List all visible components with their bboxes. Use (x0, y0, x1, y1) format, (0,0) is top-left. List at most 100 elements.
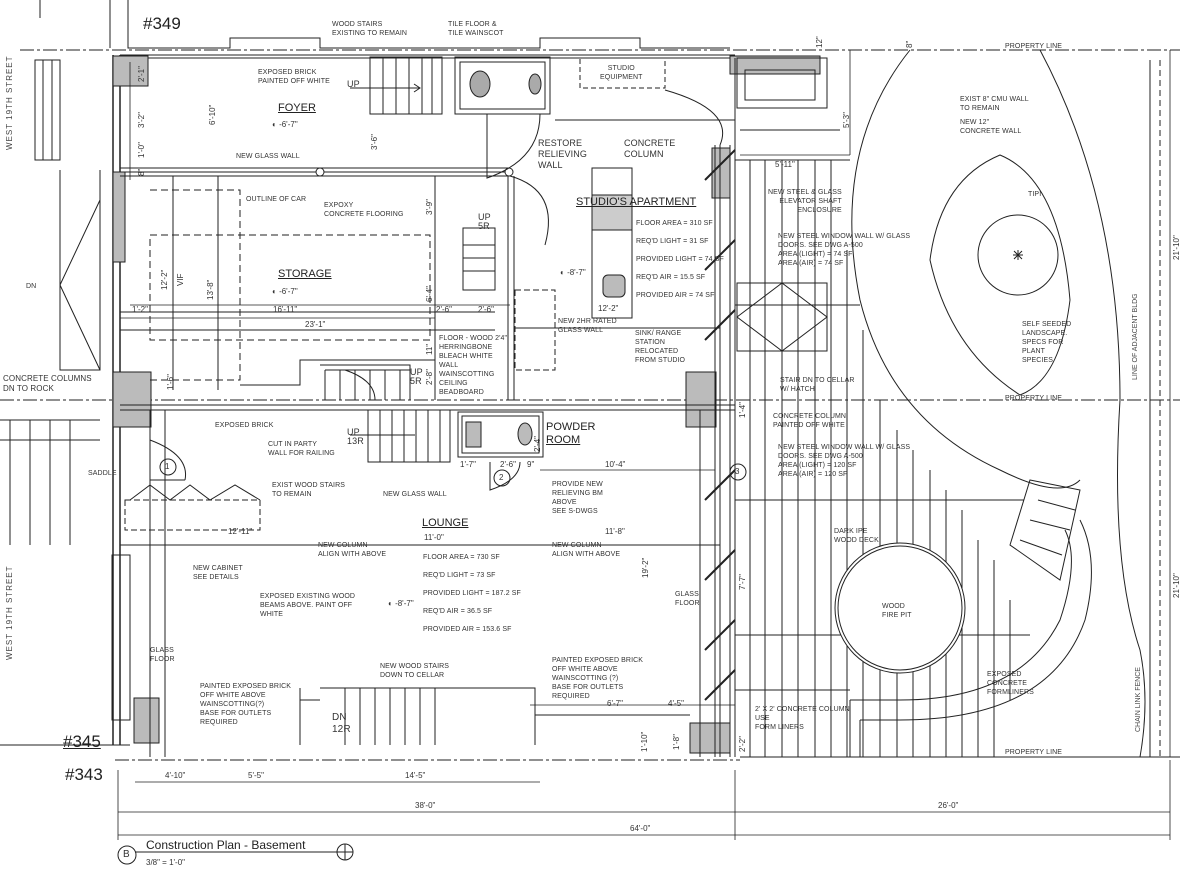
studio-reqd-light: REQ'D LIGHT = 31 SF (636, 238, 709, 245)
drawing-title: Construction Plan - Basement (146, 838, 306, 852)
note-sink-range: SINK/ RANGE STATION RELOCATED FROM STUDI… (635, 330, 686, 364)
note-stair-hatch: STAIR DN TO CELLAR W/ HATCH (780, 377, 855, 393)
note-provide-relieving: PROVIDE NEW RELIEVING BM ABOVE SEE S-DWG… (552, 481, 603, 515)
dim-1-6: 1'-6" (166, 374, 175, 390)
note-new-cabinet: NEW CABINET SEE DETAILS (193, 565, 243, 581)
dim-10-4: 10'-4" (605, 460, 626, 469)
dim-8in: 8" (905, 40, 914, 48)
dim-4-10: 4'-10" (165, 771, 186, 780)
note-new-concrete-wall: NEW 12" CONCRETE WALL (960, 119, 1022, 135)
note-chain-link: CHAIN LINK FENCE (1135, 667, 1142, 732)
elevation-foyer: ◐ -6'-7" (272, 120, 298, 129)
north-arrow-icon (337, 844, 353, 860)
dim-2-6c: 2'-6" (500, 460, 516, 469)
note-painted-brick-right: PAINTED EXPOSED BRICK OFF WHITE ABOVE WA… (552, 657, 644, 700)
elevation-foyer-value: -6'-7" (279, 120, 298, 129)
dim-6-10: 6'-10" (208, 104, 217, 125)
note-new-glass-wall-top: NEW GLASS WALL (236, 153, 300, 160)
dim-1-8: 1'-8" (672, 734, 681, 750)
dim-8: 8" (137, 168, 146, 176)
note-tile-floor: TILE FLOOR & TILE WAINSCOT (448, 21, 504, 37)
note-property-line-mid: PROPERTY LINE (1005, 395, 1063, 402)
note-col-painted: CONCRETE COLUMN PAINTED OFF WHITE (773, 413, 847, 429)
note-cut-party-wall: CUT IN PARTY WALL FOR RAILING (268, 441, 335, 457)
note-dn: DN (26, 283, 37, 290)
tag-1-circle (159, 458, 177, 476)
dim-1-2: 1'-2" (132, 305, 148, 314)
note-window-wall-bottom: NEW STEEL WINDOW WALL W/ GLASS DOORS. SE… (778, 444, 911, 478)
window-wall-doors (704, 149, 736, 701)
dim-5-11: 5'-11" (775, 160, 795, 169)
dim-6-4: 6'-4" (425, 286, 434, 302)
dim-1-4: 1'-4" (738, 402, 747, 418)
lounge-reqd-light: REQ'D LIGHT = 73 SF (423, 572, 496, 579)
dim-64-0: 64'-0" (630, 824, 651, 833)
note-cellar-dn: DN 12R (332, 712, 351, 735)
dim-26-0: 26'-0" (938, 801, 959, 810)
dim-11: 11" (425, 343, 434, 355)
dimension-lines (117, 50, 1171, 840)
studio-provided-light: PROVIDED LIGHT = 74 SF (636, 256, 724, 263)
tipi-circle (977, 214, 1059, 296)
studio-floor-area: FLOOR AREA = 310 SF (636, 220, 713, 227)
note-new-wood-stairs: NEW WOOD STAIRS DOWN TO CELLAR (380, 663, 450, 679)
dim-23-1: 23'-1" (305, 320, 326, 329)
dim-3-9: 3'-9" (425, 199, 434, 215)
note-property-line-bot: PROPERTY LINE (1005, 749, 1063, 756)
dim-1-0: 1'-0" (137, 142, 146, 158)
note-studio-stairs-up: UP 5R (478, 212, 491, 231)
note-glass-floor-right: GLASS FLOOR (675, 591, 700, 607)
room-label-lounge: LOUNGE (422, 517, 469, 529)
note-fire-pit: WOOD FIRE PIT (882, 603, 912, 619)
note-lounge-up: UP 13R (347, 427, 364, 446)
note-foyer-up: UP (347, 79, 360, 89)
dim-11-8: 11'-8" (605, 527, 625, 536)
dim-1-7: 1'-7" (460, 460, 476, 469)
elevation-lounge: ◐ -8'-7" (388, 599, 414, 608)
dim-2-6a: 2'-6" (436, 305, 452, 314)
note-outline-car: OUTLINE OF CAR (246, 196, 307, 203)
dim-2-1: 2'-1" (137, 66, 146, 82)
note-col-2x2: 2' x 2' CONCRETE COLUMN USE FORM LINERS (755, 706, 850, 731)
dim-7-7: 7'-7" (738, 574, 747, 590)
elevation-storage-value: -6'-7" (279, 287, 298, 296)
room-label-powder-1: POWDER (546, 421, 596, 433)
note-new-column-left: NEW COLUMN ALIGN WITH ABOVE (318, 542, 387, 558)
address-343: #343 (65, 765, 103, 784)
note-new-2hr: NEW 2HR RATED GLASS WALL (558, 318, 617, 334)
dim-12-2: 12'-2" (160, 269, 169, 290)
note-new-column-right: NEW COLUMN ALIGN WITH ABOVE (552, 542, 621, 558)
note-epoxy: EXPOXY CONCRETE FLOORING (324, 202, 404, 218)
lounge-data: FLOOR AREA = 730 SF REQ'D LIGHT = 73 SF … (423, 544, 521, 643)
note-dark-ipe: DARK IPE WOOD DECK (834, 528, 879, 544)
note-exposed-brick-top: EXPOSED BRICK PAINTED OFF WHITE (258, 69, 330, 85)
studio-provided-air: PROVIDED AIR = 74 SF (636, 292, 715, 299)
address-349: #349 (143, 14, 181, 33)
elevation-storage: ◐ -6'-7" (272, 287, 298, 296)
dim-21-10a: 21'-10" (1172, 235, 1181, 260)
note-concrete-columns-rock: CONCRETE COLUMNS DN TO ROCK (3, 374, 92, 393)
note-concrete-column: CONCRETE COLUMN (624, 138, 676, 159)
dim-38-0: 38'-0" (415, 801, 436, 810)
address-345: #345 (63, 732, 101, 751)
note-tipi: TIPI (1028, 191, 1042, 198)
dim-5-3: 5'-3" (842, 112, 851, 128)
street-label-top: WEST 19TH STREET (5, 55, 14, 150)
dim-9: 9" (527, 460, 535, 469)
dim-4-5: 4'-5" (668, 699, 684, 708)
dim-2-8: 2'-8" (425, 369, 434, 385)
dim-6-7: 6'-7" (607, 699, 623, 708)
lounge-reqd-air: REQ'D AIR = 36.5 SF (423, 608, 493, 615)
note-line-adjacent: LINE OF ADJACENT BLDG (1132, 293, 1139, 380)
note-window-wall-top: NEW STEEL WINDOW WALL W/ GLASS DOORS. SE… (778, 233, 911, 267)
note-exposed-beams: EXPOSED EXISTING WOOD BEAMS ABOVE. PAINT… (260, 593, 356, 618)
lounge-provided-air: PROVIDED AIR = 153.6 SF (423, 626, 512, 633)
note-wood-stairs: WOOD STAIRS EXISTING TO REMAIN (332, 21, 408, 37)
note-new-glass-wall-mid: NEW GLASS WALL (383, 491, 447, 498)
note-elevator: NEW STEEL & GLASS ELEVATOR SHAFT ENCLOSU… (768, 189, 842, 214)
dim-21-10b: 21'-10" (1172, 573, 1181, 598)
dim-12-11: 12'-11" (228, 527, 253, 536)
concrete-columns (112, 55, 821, 754)
